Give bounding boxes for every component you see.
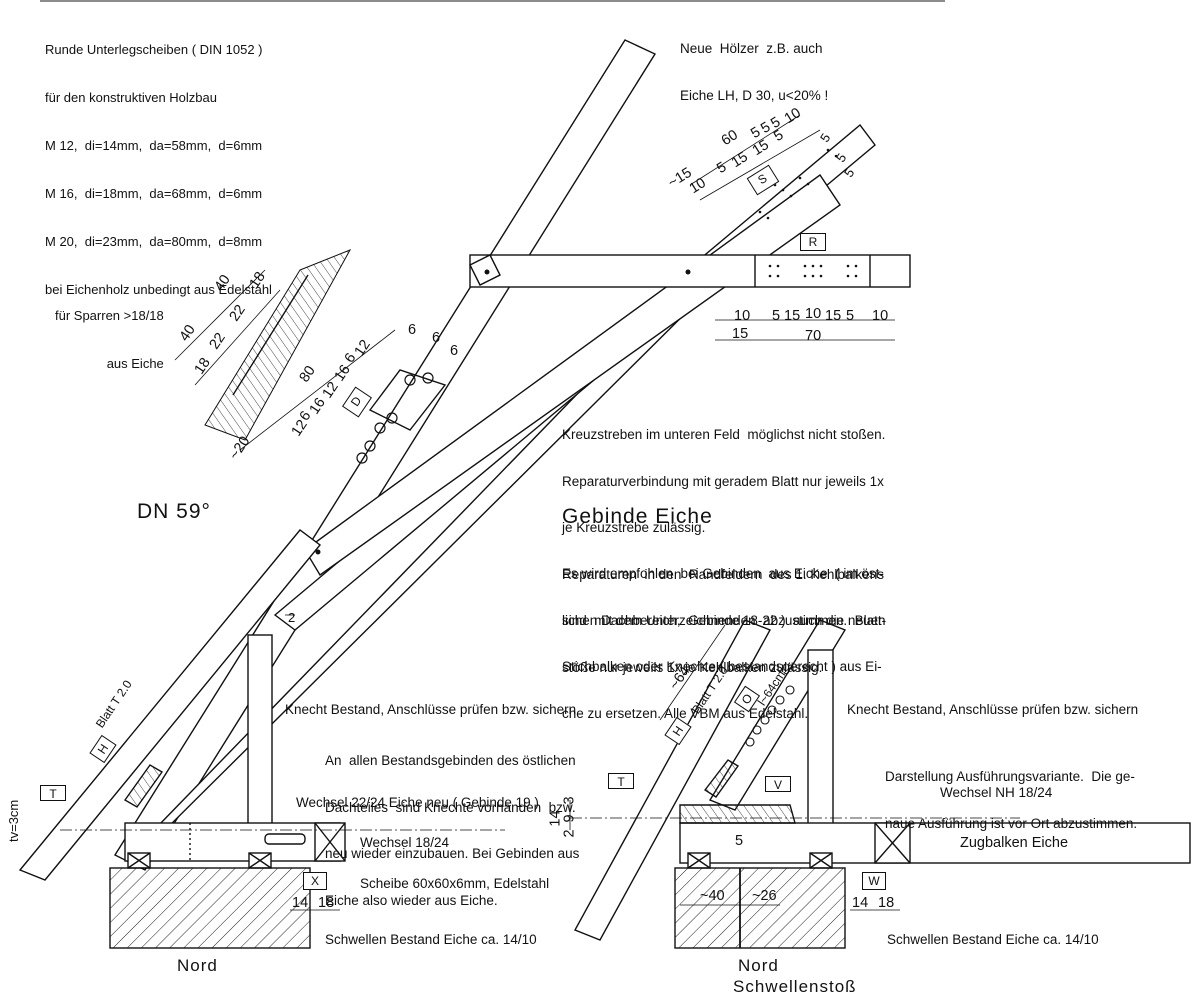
rafters-line: für Sparren >18/18 — [55, 308, 164, 323]
dim-sill-right-14: 14 — [852, 895, 869, 911]
bolt-holes — [315, 269, 691, 555]
dim-small-2: 2 — [288, 610, 296, 625]
oak-truss-heading: Gebinde Eiche — [562, 505, 713, 528]
cross-braces-line: Kreuzstreben im unteren Feld möglichst n… — [562, 427, 886, 442]
dim-r-15b: 15 — [825, 308, 842, 324]
marker-t-left: T — [40, 785, 66, 801]
washers-line: M 20, di=23mm, da=80mm, d=8mm — [45, 234, 263, 249]
marker-v: V — [765, 776, 791, 792]
blatt-joint-right — [703, 759, 740, 798]
dim-r-70: 70 — [805, 328, 822, 344]
dim-joint-9: 9 — [561, 814, 578, 823]
washers-line: bei Eichenholz unbedingt aus Edelstahl — [45, 282, 272, 297]
dim-joint-3: 3 — [561, 796, 578, 805]
marker-x: X — [303, 872, 327, 890]
washers-line: M 16, di=18mm, da=68mm, d=6mm — [45, 186, 263, 201]
knecht-note-line: Eiche also wieder aus Eiche. — [325, 892, 498, 908]
collar-beam — [469, 254, 911, 288]
washer-plate-slot — [264, 833, 306, 845]
marker-t-right: T — [608, 773, 634, 789]
knecht-note-line: Dachteiles sind Knechte vorhanden bzw. — [325, 799, 576, 815]
dim-sill-right-18: 18 — [878, 895, 895, 911]
marker-w: W — [862, 872, 886, 890]
knecht-note-line: neu wieder einzubauen. Bei Gebinden aus — [325, 846, 580, 861]
rafter-right — [574, 619, 771, 941]
dim-r-10a: 10 — [734, 308, 751, 324]
cross-braces-line: stöße nur jeweils 1x je Kehlbalken zuläs… — [562, 659, 823, 675]
dim-right-6c: 6 — [450, 343, 459, 359]
masonry-left — [109, 867, 311, 949]
knecht-note-line: An allen Bestandsgebinden des östlichen — [325, 753, 576, 768]
dim-sill-joint-26: ~26 — [752, 888, 777, 904]
dim-sill-left-18: 18 — [318, 895, 335, 911]
wechsel-new-label: Wechsel 22/24 Eiche neu ( Gebinde 19 ) — [296, 795, 539, 810]
washers-line: M 12, di=14mm, da=58mm, d=6mm — [45, 138, 263, 153]
dim-sill-left-14: 14 — [292, 895, 309, 911]
sill-joint-label: Schwellenstoß — [733, 977, 857, 996]
new-timber-note: Neue Hölzer z.B. auch Eiche LH, D 30, u<… — [680, 10, 828, 119]
dim-r-5b: 5 — [846, 308, 855, 324]
oak-text-line: che zu ersetzen. Alle VBM aus Edelstahl. — [562, 705, 809, 721]
cross-braces-line: Reparaturverbindung mit geradem Blatt nu… — [562, 473, 884, 489]
tie-beam-left — [124, 822, 341, 862]
variant-note-line: naue Ausführung ist vor Ort abzustimmen. — [885, 815, 1138, 831]
new-timber-line: Eiche LH, D 30, u<20% ! — [680, 87, 829, 103]
wechsel-nh-label: Wechsel NH 18/24 — [940, 785, 1053, 800]
blatt-joint-left — [123, 764, 164, 808]
oak-text-note: Es wird empfohlen bei Gebinden aus Eiche… — [562, 535, 885, 737]
tie-beam-label: Zugbalken Eiche — [960, 835, 1069, 851]
left-truss-detail — [18, 39, 911, 949]
sills-left-label: Schwellen Bestand Eiche ca. 14/10 — [325, 932, 537, 947]
knecht-right — [807, 649, 834, 826]
rafter-detail-mid — [368, 369, 447, 431]
knecht-left-label: Knecht Bestand, Anschlüsse prüfen bzw. s… — [285, 702, 577, 717]
north-left-label: Nord — [177, 956, 218, 975]
oak-text-line: Stichbalken oder Knechte ( bestandsgerec… — [562, 659, 882, 674]
connector-plate-top — [469, 254, 501, 286]
dim-r-10b: 10 — [805, 306, 822, 322]
bolt-holes-right — [745, 685, 795, 747]
new-timber-line: Neue Hölzer z.B. auch — [680, 41, 823, 56]
dim-right-5: 5 — [735, 833, 744, 849]
dim-r-15: 15 — [732, 326, 749, 342]
dim-sill-joint-40: ~40 — [700, 888, 725, 904]
dimension-lines — [174, 114, 900, 911]
zugbalken-right — [679, 822, 1191, 864]
tv-label: tv=3cm — [6, 799, 21, 842]
variant-note: Darstellung Ausführungsvariante. Die ge-… — [885, 738, 1137, 847]
masonry-right — [674, 867, 846, 949]
washers-line: für den konstruktiven Holzbau — [45, 90, 217, 105]
sills-right-label: Schwellen Bestand Eiche ca. 14/10 — [887, 932, 1099, 947]
rafters-note: für Sparren >18/18 aus Eiche — [55, 276, 164, 388]
rafters-line: aus Eiche — [106, 356, 164, 371]
dim-r-10c: 10 — [872, 308, 889, 324]
rafter-detail-left — [204, 249, 352, 441]
washers-note: Runde Unterlegscheiben ( DIN 1052 ) für … — [45, 10, 272, 314]
washer-plate-label: Scheibe 60x60x6mm, Edelstahl — [360, 876, 550, 891]
dim-r-5a: 5 — [772, 308, 781, 324]
north-right-label: Nord — [738, 956, 779, 975]
wechsel-18-24-label: Wechsel 18/24 — [360, 835, 450, 850]
cross-braces-line: sind mit dem Unterzeichnenden abzustimme… — [562, 613, 887, 628]
cross-braces-line: Reparaturen in den Randfeldern des 1. Ke… — [562, 566, 884, 582]
right-truss-detail — [570, 619, 1191, 949]
cross-braces-note: Kreuzstreben im unteren Feld möglichst n… — [562, 396, 886, 691]
oak-text-line: lichen Dachbereich, Gebinde 18-22 ) auch… — [562, 612, 886, 628]
marker-r: R — [800, 233, 826, 251]
oak-text-line: Es wird empfohlen bei Gebinden aus Eiche… — [562, 566, 884, 581]
oak-repair-piece — [679, 804, 796, 824]
variant-note-line: Darstellung Ausführungsvariante. Die ge- — [885, 769, 1135, 784]
dim-joint-2: 2 — [561, 829, 578, 838]
roof-pitch-heading: DN 59° — [137, 500, 211, 523]
dim-r-15a: 15 — [784, 308, 801, 324]
knecht-right-label: Knecht Bestand, Anschlüsse prüfen bzw. s… — [847, 702, 1139, 717]
lower-rafter — [18, 529, 322, 881]
knecht-left — [247, 634, 273, 826]
knecht-note: An allen Bestandsgebinden des östlichen … — [325, 722, 579, 924]
washers-line: Runde Unterlegscheiben ( DIN 1052 ) — [45, 42, 263, 57]
cross-braces-line: je Kreuzstrebe zulässig. — [562, 520, 706, 535]
dim-right-6b: 6 — [432, 330, 441, 346]
dim-right-6a: 6 — [408, 322, 417, 338]
